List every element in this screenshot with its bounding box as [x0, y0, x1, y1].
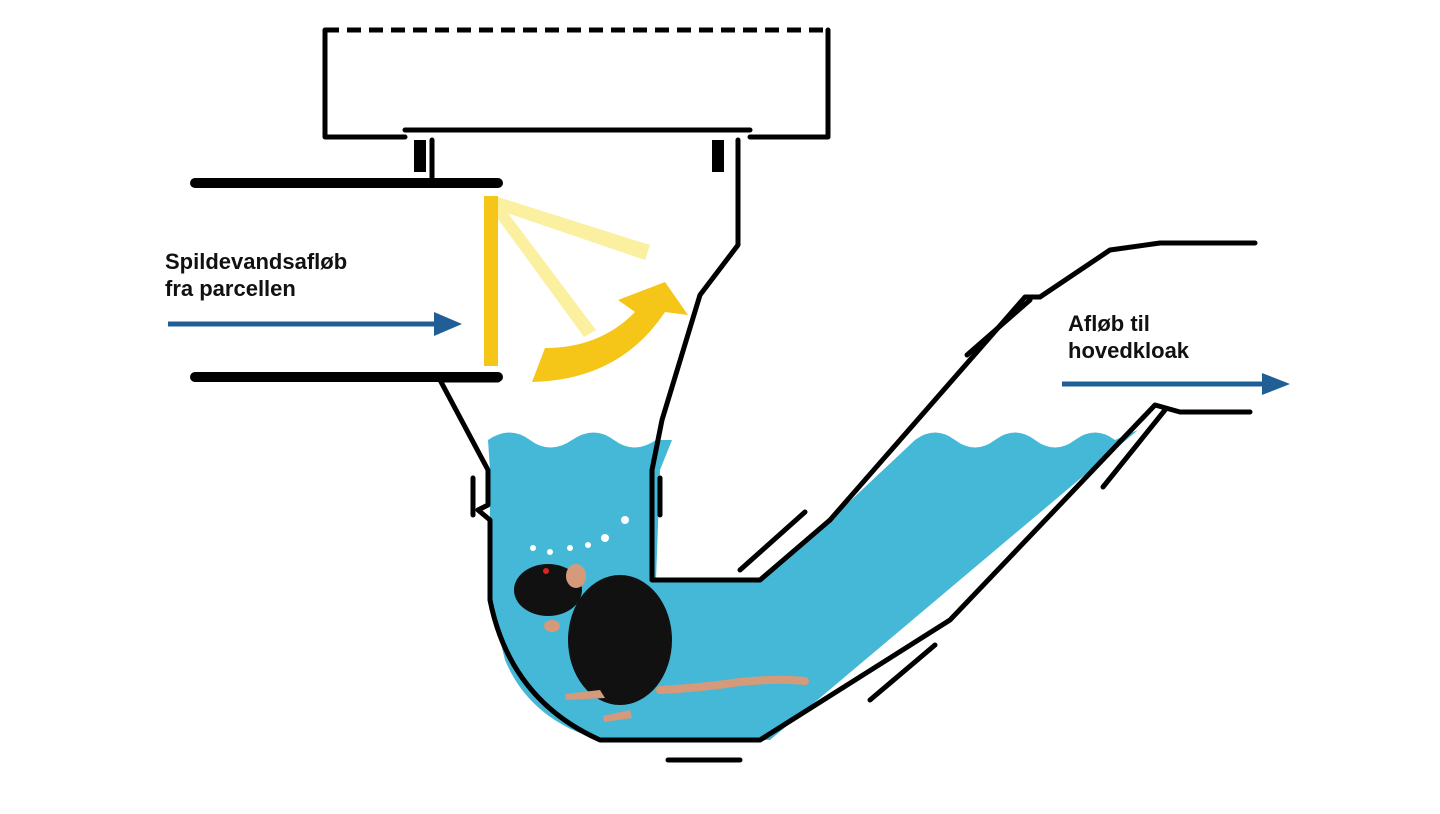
- outlet-lower-wall: [757, 402, 1253, 743]
- rat-foot: [565, 690, 605, 700]
- flap-mid-position: [490, 200, 596, 337]
- air-bubbles: [530, 516, 629, 555]
- rat-tail: [656, 675, 809, 694]
- rat-eye: [543, 568, 549, 574]
- rat-body: [568, 575, 672, 705]
- inlet-flow-arrow-icon: [168, 312, 462, 336]
- riser-right-wall: [649, 137, 833, 583]
- cover-post-left: [414, 140, 426, 172]
- flap-open-position: [498, 197, 650, 260]
- rat-head: [514, 564, 582, 616]
- outlet-flow-arrow-icon: [1062, 373, 1290, 395]
- flap-rotate-arrow-icon: [532, 282, 688, 382]
- inlet-label-line-1: Spildevandsafløb: [165, 249, 348, 274]
- inlet-label-line-2: fra parcellen: [165, 276, 296, 301]
- flap-closed-position: [484, 196, 498, 366]
- outlet-label: Afløb til hovedkloak: [1068, 310, 1328, 364]
- rat-ear: [566, 564, 586, 588]
- drain-cover: [322, 27, 831, 140]
- rat-foot-back: [603, 710, 632, 722]
- outlet-label-line-2: hovedkloak: [1068, 338, 1190, 363]
- inlet-label: Spildevandsafløb fra parcellen: [165, 248, 465, 302]
- backflow-flap: [484, 196, 650, 366]
- rat-paw-front: [544, 620, 560, 632]
- pipe-joints: [470, 297, 1168, 763]
- riser-left-wall: [429, 137, 763, 743]
- outlet-label-line-1: Afløb til: [1068, 311, 1150, 336]
- rat-icon: [514, 564, 809, 722]
- cover-post-right: [712, 140, 724, 172]
